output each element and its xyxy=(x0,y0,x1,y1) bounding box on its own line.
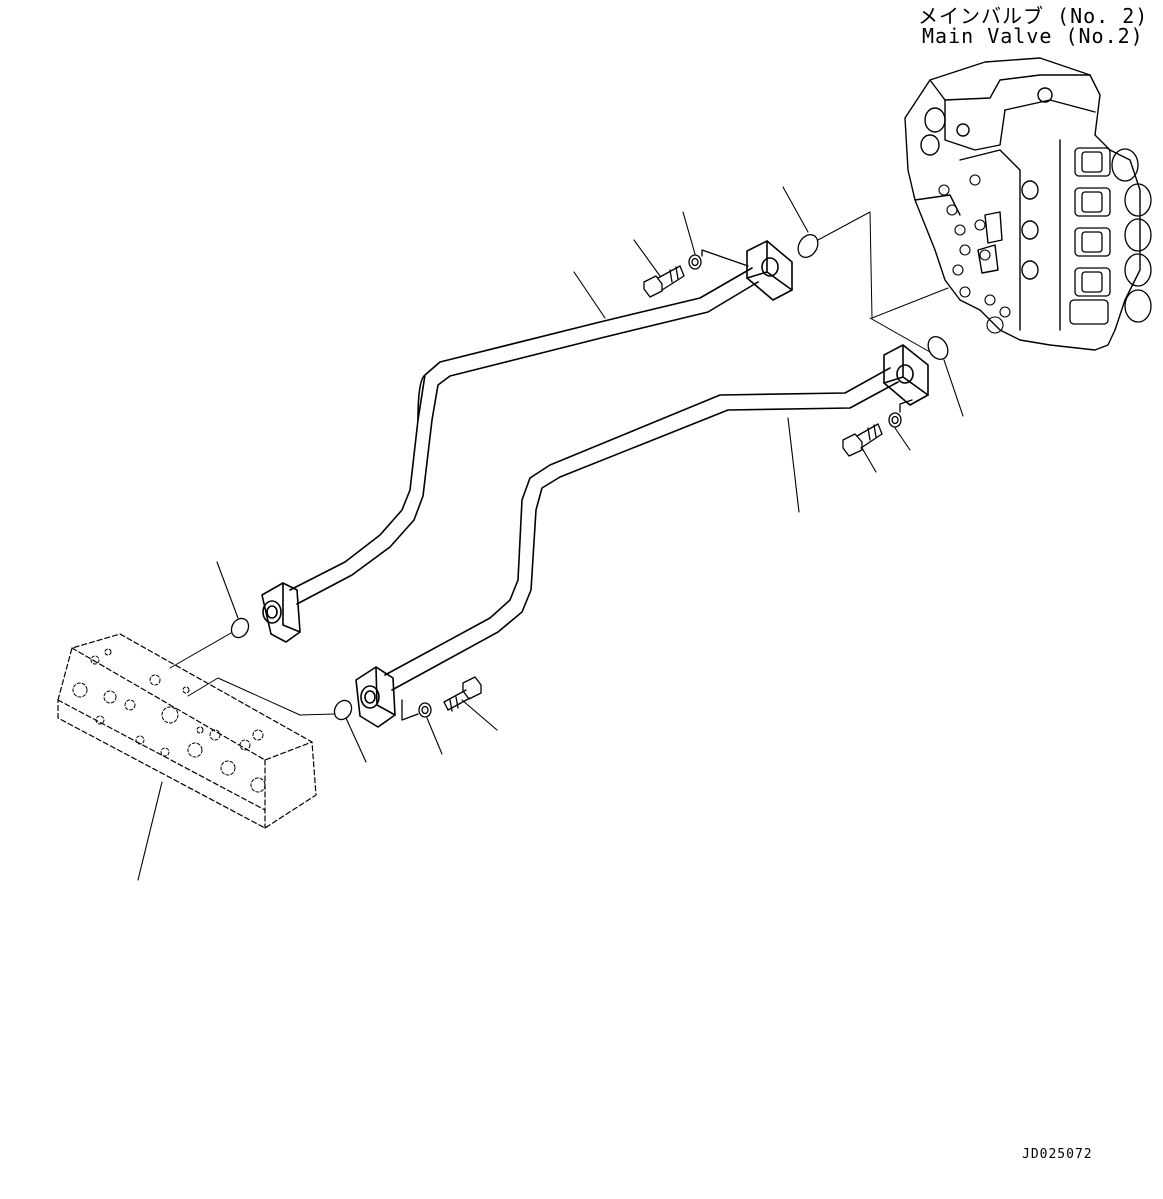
upper-tube-flange-left-icon xyxy=(261,582,301,643)
o-ring-icon xyxy=(927,336,949,360)
lower-tube-flange-left-icon xyxy=(355,666,396,728)
drawing-code: JD025072 xyxy=(1022,1147,1093,1162)
lower-tube-flange-right-icon xyxy=(883,344,929,406)
upper-tube-flange-right-icon xyxy=(746,240,793,301)
manifold-block-icon xyxy=(57,633,317,829)
bolt-icon xyxy=(643,265,685,298)
lower-tube-icon xyxy=(384,367,899,691)
washer-icon xyxy=(888,399,913,428)
manifold-holes-icon xyxy=(72,648,266,793)
o-ring-icon xyxy=(230,617,250,639)
bolt-icon xyxy=(842,423,883,457)
main-valve-icon xyxy=(904,57,1152,351)
leader-lines xyxy=(137,186,964,881)
main-valve-title-english: Main Valve (No.2) xyxy=(922,24,1144,48)
main-valve-title-japanese: メインバルブ (No. 2) xyxy=(918,4,1149,28)
washer-icon xyxy=(401,699,432,721)
o-ring-icon xyxy=(333,699,353,721)
upper-tube-icon xyxy=(289,267,759,605)
washer-icon xyxy=(688,249,749,270)
connection-lines xyxy=(169,211,949,716)
bolt-icon xyxy=(443,676,482,712)
o-ring-icon xyxy=(797,234,819,258)
